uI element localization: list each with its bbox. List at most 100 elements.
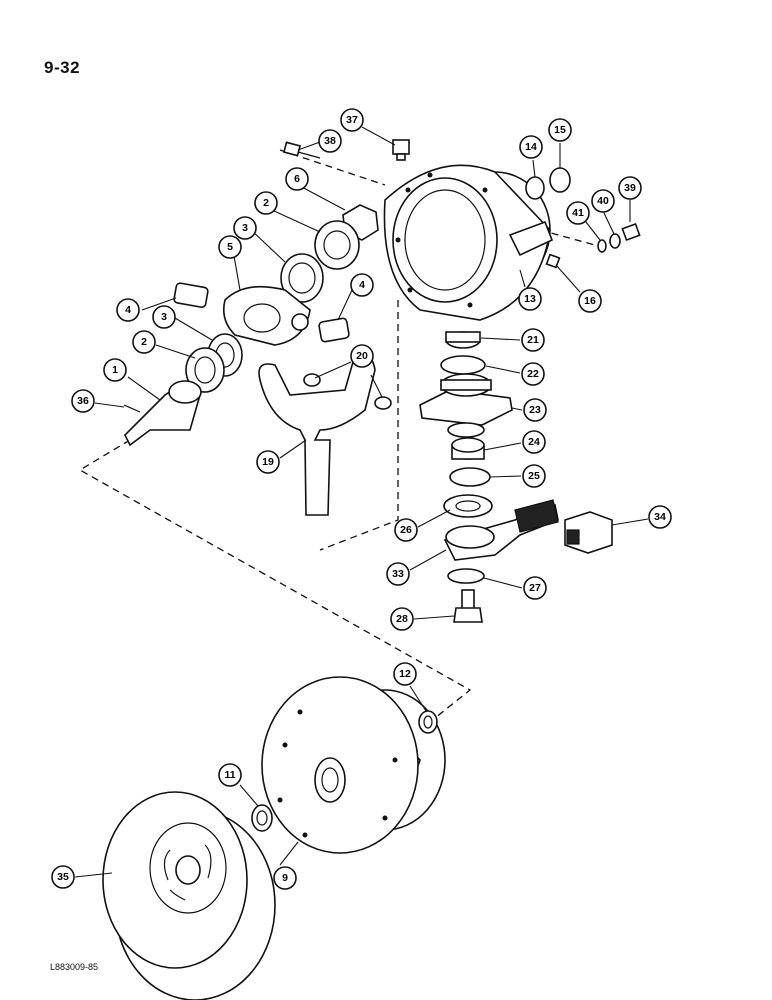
svg-text:4: 4 <box>125 304 131 316</box>
bearing-2-lower <box>185 347 225 393</box>
seal-15 <box>549 167 571 193</box>
callout-20: 20 <box>350 344 374 368</box>
bolt-39 <box>621 222 641 242</box>
svg-text:34: 34 <box>654 511 666 523</box>
svg-text:26: 26 <box>400 524 412 536</box>
washer-41 <box>597 239 607 253</box>
svg-text:16: 16 <box>584 295 596 307</box>
seal-11 <box>251 804 273 832</box>
svg-text:6: 6 <box>294 173 300 185</box>
svg-text:3: 3 <box>242 222 248 234</box>
svg-text:40: 40 <box>597 195 609 207</box>
callout-2-upper: 2 <box>254 191 278 215</box>
svg-text:11: 11 <box>224 769 235 781</box>
bolt-28 <box>453 589 483 623</box>
svg-text:13: 13 <box>524 293 536 305</box>
clamp-34 <box>564 511 613 554</box>
callout-26: 26 <box>394 518 418 542</box>
svg-text:22: 22 <box>527 368 539 380</box>
callout-21: 21 <box>521 328 545 352</box>
callout-40: 40 <box>591 189 615 213</box>
oring-22 <box>440 355 486 375</box>
svg-text:25: 25 <box>528 470 540 482</box>
callout-1: 1 <box>103 358 127 382</box>
svg-text:38: 38 <box>324 135 336 147</box>
callout-38: 38 <box>318 129 342 153</box>
wheel-35 <box>102 791 276 1000</box>
svg-text:37: 37 <box>346 114 358 126</box>
callout-22: 22 <box>521 362 545 386</box>
callout-2-lower: 2 <box>132 330 156 354</box>
key-36 <box>123 404 141 413</box>
svg-text:12: 12 <box>399 668 411 680</box>
svg-text:28: 28 <box>396 613 408 625</box>
callout-3-upper: 3 <box>233 216 257 240</box>
svg-text:36: 36 <box>77 395 89 407</box>
flange-23 <box>419 373 513 438</box>
fitting-16 <box>545 253 561 269</box>
callout-4-left: 4 <box>116 298 140 322</box>
seal-21 <box>445 331 481 349</box>
callout-5: 5 <box>218 235 242 259</box>
callout-28: 28 <box>390 607 414 631</box>
svg-text:5: 5 <box>227 241 233 253</box>
bushing-12 <box>418 710 438 734</box>
svg-text:9: 9 <box>282 872 288 884</box>
callout-25: 25 <box>522 464 546 488</box>
washer-27 <box>447 568 485 584</box>
leader-lines <box>74 126 649 878</box>
callout-36: 36 <box>71 389 95 413</box>
callout-24: 24 <box>522 430 546 454</box>
svg-text:2: 2 <box>141 336 147 348</box>
callout-11: 11 <box>218 763 242 787</box>
figure-code: L883009-85 <box>50 962 99 972</box>
bushing-24 <box>451 437 485 460</box>
washer-40 <box>609 233 621 249</box>
svg-text:2: 2 <box>263 197 269 209</box>
bearing-26 <box>443 494 493 518</box>
race-3-upper <box>280 253 324 303</box>
callout-35: 35 <box>51 865 75 889</box>
callout-33: 33 <box>386 562 410 586</box>
callout-3-lower: 3 <box>152 305 176 329</box>
svg-text:41: 41 <box>572 207 584 219</box>
svg-text:19: 19 <box>262 456 274 468</box>
pin-4-left <box>173 282 209 308</box>
callout-16: 16 <box>578 289 602 313</box>
svg-text:14: 14 <box>525 141 537 153</box>
callout-12: 12 <box>393 662 417 686</box>
arm-33 <box>443 499 559 561</box>
callout-15: 15 <box>548 118 572 142</box>
spindle-1 <box>124 380 202 447</box>
callout-23: 23 <box>523 398 547 422</box>
seal-14 <box>525 176 545 200</box>
callout-14: 14 <box>519 135 543 159</box>
page-number: 9-32 <box>44 58 81 77</box>
bearing-cap-5 <box>222 285 311 346</box>
svg-text:35: 35 <box>57 871 69 883</box>
svg-text:15: 15 <box>554 124 566 136</box>
callout-19: 19 <box>256 450 280 474</box>
callout-6: 6 <box>285 167 309 191</box>
callout-27: 27 <box>523 576 547 600</box>
callout-9: 9 <box>273 866 297 890</box>
callout-41: 41 <box>566 201 590 225</box>
svg-text:1: 1 <box>112 364 118 376</box>
svg-text:4: 4 <box>359 279 365 291</box>
yoke-shaft-19 <box>258 353 392 516</box>
bolt-38 <box>282 141 321 159</box>
svg-text:3: 3 <box>161 311 167 323</box>
svg-text:20: 20 <box>356 350 368 362</box>
svg-text:21: 21 <box>527 334 539 346</box>
pin-4-right <box>318 317 350 343</box>
svg-text:23: 23 <box>529 404 541 416</box>
plug-37 <box>392 139 410 161</box>
callout-34: 34 <box>648 505 672 529</box>
svg-text:33: 33 <box>392 568 404 580</box>
svg-text:24: 24 <box>528 436 540 448</box>
gear-housing <box>383 164 554 321</box>
callout-39: 39 <box>618 176 642 200</box>
hub-9 <box>261 676 446 854</box>
